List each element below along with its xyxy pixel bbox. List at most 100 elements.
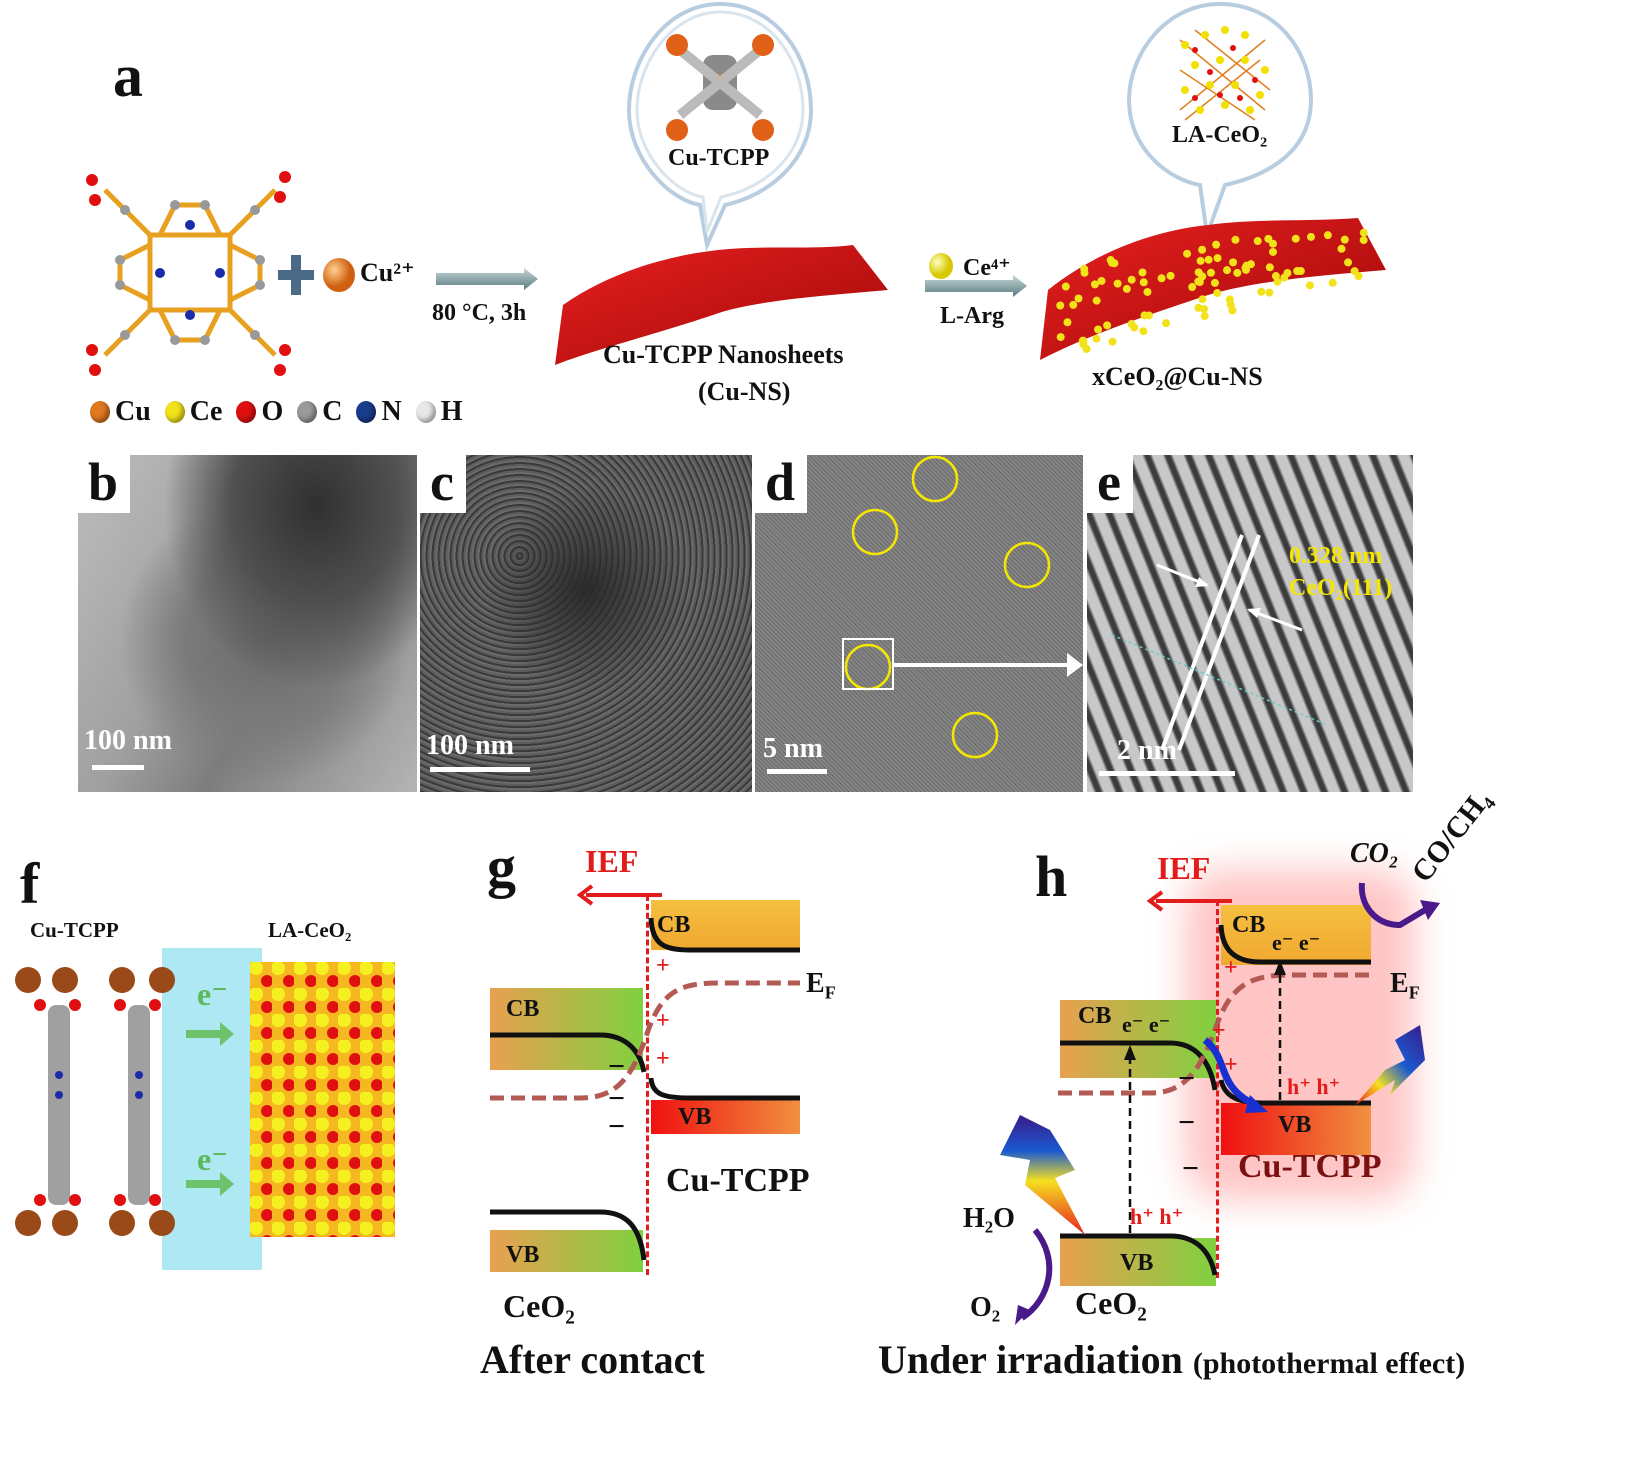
- cu-ion-ball: [323, 258, 355, 292]
- g-ce-cb-band: [490, 988, 643, 1070]
- h-ce-cb-label: CB: [1078, 1003, 1112, 1029]
- ceo2-particle: [1139, 278, 1148, 287]
- h-ief-label: IEF: [1157, 850, 1211, 886]
- h-ce-cb-band: [1060, 1000, 1216, 1078]
- h-interface-line: [1216, 900, 1219, 1278]
- ceo2-particle: [1228, 306, 1237, 315]
- h-co2-label: CO₂: [1350, 838, 1399, 869]
- h-ief-arrow: [1146, 890, 1232, 912]
- atom-ball-icon: [415, 401, 436, 423]
- ceo2-particle: [1269, 239, 1278, 248]
- legend-label: C: [322, 396, 343, 427]
- g-minus-2: −: [608, 1082, 626, 1115]
- tcpp-molecule: [86, 171, 291, 376]
- panel-g-label: g: [487, 834, 516, 899]
- h-fermi-symbol: E: [1390, 968, 1409, 999]
- h-ceo2-name: CeO₂: [1075, 1285, 1147, 1321]
- panel-a-label: a: [113, 43, 143, 109]
- ceo2-particle: [1241, 265, 1250, 274]
- ceo2-particle: [1092, 296, 1101, 305]
- h-caption-sub: (photothermal effect): [1192, 1347, 1466, 1380]
- ceo2-particle: [1265, 288, 1274, 297]
- ceo2-particle: [1204, 255, 1213, 264]
- callout-bubble-la-ceo2: [1126, 1, 1314, 236]
- h-cu-tcpp-name: Cu-TCPP: [1238, 1148, 1382, 1185]
- g-minus-1: −: [608, 1050, 626, 1083]
- ceo2-particle: [1183, 249, 1192, 258]
- hrtem-image-e: e 0.328 nm CeO₂(111) 2 nm: [1087, 455, 1413, 792]
- ceo2-particle: [1074, 294, 1083, 303]
- ceo2-particle: [1223, 266, 1232, 275]
- ceo2-particle: [1337, 244, 1346, 253]
- product1-label: Cu-TCPP Nanosheets: [603, 340, 844, 369]
- g-plus-3: +: [656, 1046, 670, 1072]
- lattice-plane: CeO₂(111): [1289, 575, 1393, 601]
- ceo2-particle: [1293, 267, 1302, 276]
- ceo2-particle: [1213, 254, 1222, 263]
- h-plus-2: +: [1212, 1018, 1226, 1044]
- g-ief-label: IEF: [585, 843, 639, 879]
- reaction-arrow-1: [436, 268, 538, 290]
- ceo2-particle: [1359, 228, 1368, 237]
- tem-image-b: b 100 nm: [78, 455, 417, 792]
- ceo2-particle: [1328, 278, 1337, 287]
- ceo2-particle: [1063, 318, 1072, 327]
- ceo2-particle: [1253, 237, 1262, 246]
- h-cu-electrons: e⁻ e⁻: [1272, 930, 1321, 955]
- legend-item: Cu: [90, 396, 151, 428]
- ceo2-particle: [1283, 269, 1292, 278]
- panel-b-label: b: [78, 455, 131, 513]
- ceo2-particle: [1229, 258, 1238, 267]
- g-cu-vb-band: [651, 1100, 800, 1134]
- electron-label-2: e⁻: [197, 1141, 229, 1177]
- h-caption-main: Under irradiation: [878, 1337, 1183, 1382]
- ce-ion-ball: [929, 253, 953, 279]
- g-interface-line: [646, 895, 649, 1275]
- scale-label-c: 100 nm: [426, 730, 514, 761]
- g-cu-tcpp-name: Cu-TCPP: [666, 1162, 810, 1199]
- scale-bar-d: [767, 769, 827, 774]
- legend-label: N: [381, 396, 402, 427]
- ceo2-particle: [1094, 325, 1103, 334]
- atom-ball-icon: [164, 401, 185, 423]
- atom-ball-icon: [297, 401, 318, 423]
- legend-item: Ce: [164, 396, 223, 428]
- ceo2-particle: [1268, 247, 1277, 256]
- h-ce-holes: h⁺ h⁺: [1130, 1204, 1184, 1229]
- h-cu-holes: h⁺ h⁺: [1287, 1074, 1341, 1099]
- g-cu-cb-label: CB: [657, 912, 691, 938]
- legend-item: O: [236, 396, 283, 428]
- electron-transfer-arrows: [186, 1022, 234, 1196]
- product2-label: xCeO₂@Cu-NS: [1092, 362, 1263, 391]
- ceo2-particle: [1200, 312, 1209, 321]
- ceo2-particle: [1213, 289, 1222, 298]
- cu-ns-nanosheet: [555, 245, 888, 365]
- g-plus-1: +: [656, 953, 670, 979]
- ceo2-particle: [1097, 276, 1106, 285]
- ceo2-particle: [1139, 327, 1148, 336]
- legend-label: Ce: [189, 396, 223, 427]
- h-fermi-subscript: F: [1408, 982, 1420, 1003]
- ceo2-particle: [1273, 277, 1282, 286]
- g-fermi-symbol: E: [806, 968, 825, 999]
- f-la-ceo2-label: LA-CeO₂: [268, 918, 352, 942]
- ceo2-particle: [1078, 336, 1087, 345]
- ceo2-particle: [1090, 280, 1099, 289]
- g-fermi-subscript: F: [824, 982, 836, 1003]
- h-plus-1: +: [1224, 955, 1238, 981]
- ceo2-particle: [1157, 274, 1166, 283]
- reaction-arrow-2: [925, 275, 1027, 297]
- ceo2-particle: [1305, 281, 1314, 290]
- ceo2-particle: [1106, 256, 1115, 265]
- h-minus-2: −: [1178, 1106, 1196, 1139]
- ceo2-particle: [1344, 258, 1353, 267]
- g-minus-3: −: [608, 1110, 626, 1143]
- g-plus-2: +: [656, 1008, 670, 1034]
- cu-ion-label: Cu²⁺: [360, 258, 415, 287]
- f-cu-tcpp-label: Cu-TCPP: [30, 918, 119, 942]
- ceo2-particle: [1194, 268, 1203, 277]
- scale-bar-c: [430, 767, 530, 772]
- hrtem-image-d: d 5 nm: [755, 455, 1083, 792]
